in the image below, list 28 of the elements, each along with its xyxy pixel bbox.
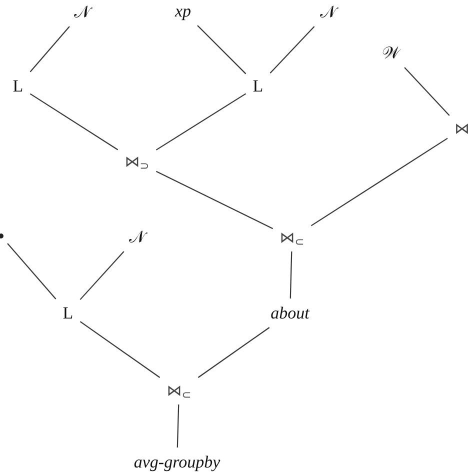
connector-line: [7, 243, 56, 300]
operator-label: L: [10, 76, 26, 96]
connector-line: [270, 26, 315, 74]
operator-label: L: [60, 304, 76, 322]
connector-line: [404, 67, 450, 116]
join-operator-label: ⋈$_{⊂}$: [164, 382, 194, 400]
connector-line: [156, 170, 274, 230]
connector-line: [290, 251, 292, 299]
term-label: avg-groupby: [132, 452, 222, 472]
connector-line: [30, 26, 70, 72]
join-operator-label: ⋈: [452, 120, 472, 138]
connector-line: [80, 321, 160, 378]
connector-line: [198, 327, 270, 378]
connector-line: [156, 93, 246, 150]
connector-line: [310, 138, 448, 226]
connector-line: [30, 93, 118, 150]
join-operator-label: ⋈$_{⊃}$: [122, 154, 152, 170]
set-symbol: 𝒲: [380, 44, 402, 62]
connector-line: [176, 404, 180, 448]
set-symbol: 𝒩: [127, 228, 147, 246]
connector-line: [80, 251, 124, 300]
set-symbol: 𝒩: [318, 2, 338, 22]
variable-label: xp: [172, 2, 194, 20]
set-symbol: 𝒩: [72, 2, 92, 22]
join-operator-label: ⋈$_{⊂}$: [278, 230, 306, 246]
connector-line: [197, 25, 246, 74]
operator-label: L: [250, 76, 266, 96]
term-label: about: [268, 304, 312, 322]
